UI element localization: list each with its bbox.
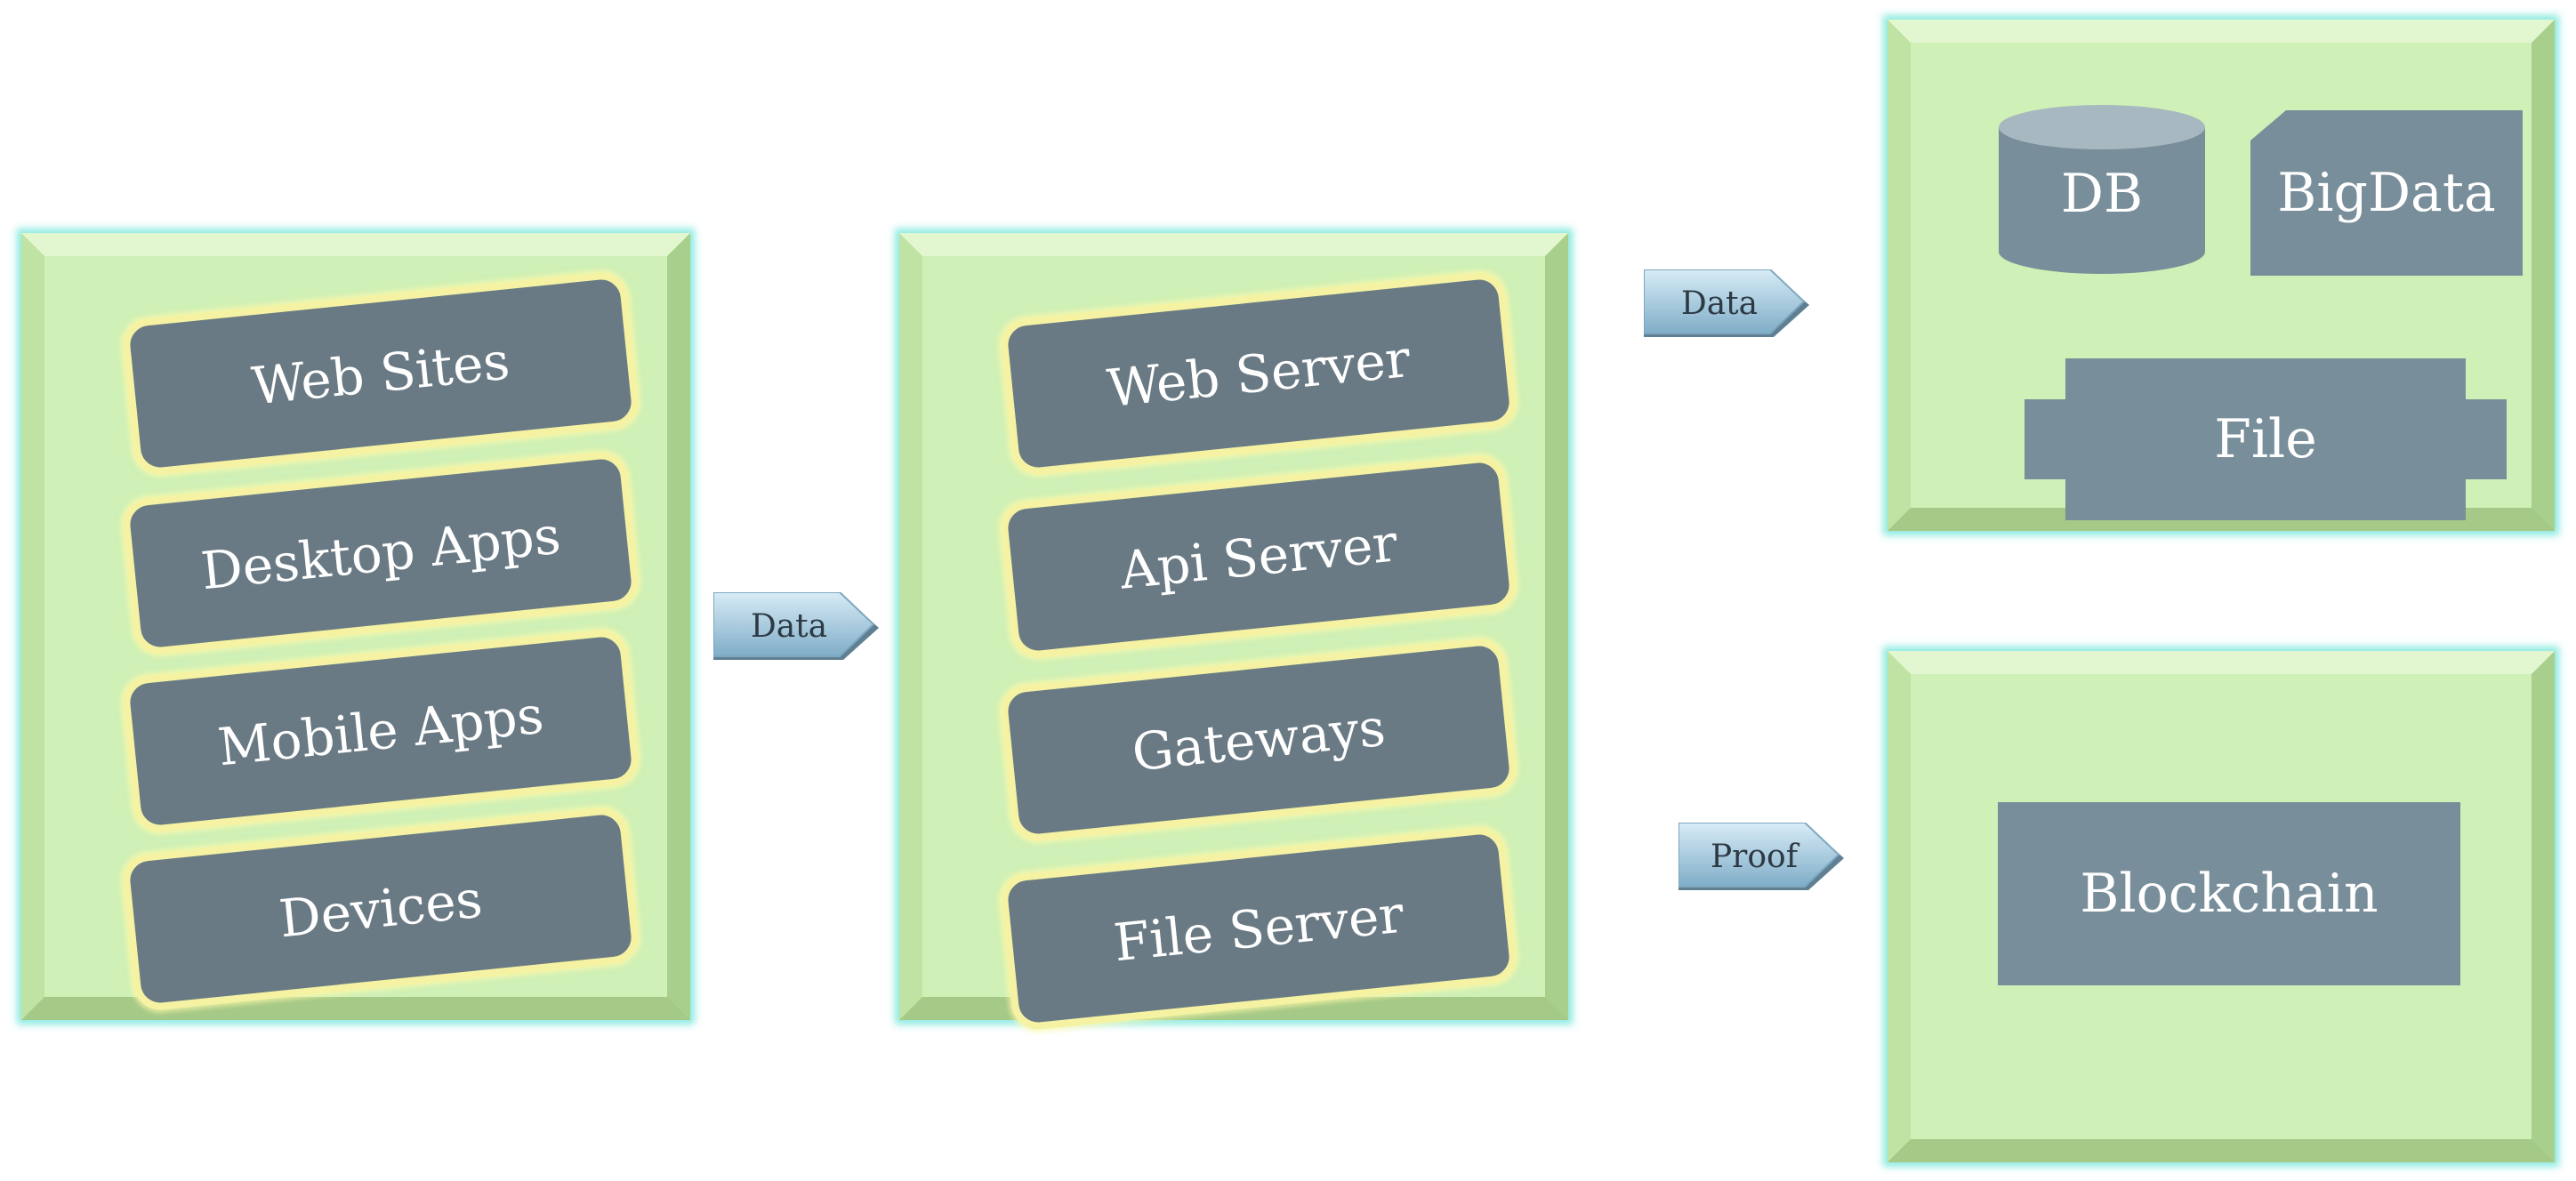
web-server-block[interactable]: Web Server: [998, 269, 1519, 478]
file-label: File: [2214, 408, 2317, 470]
devices-label: Devices: [276, 868, 486, 950]
gateways-block[interactable]: Gateways: [998, 636, 1519, 844]
blockchain-label: Blockchain: [2080, 863, 2379, 925]
gateways-label: Gateways: [1129, 696, 1389, 783]
bigdata-label: BigData: [2277, 162, 2496, 224]
db-cylinder[interactable]: DB: [1999, 105, 2205, 274]
bigdata-shape: [2250, 110, 2523, 276]
api-server-label: Api Server: [1117, 512, 1400, 601]
mobile-apps-block[interactable]: Mobile Apps: [120, 627, 641, 835]
data-arrow-label: Data: [750, 607, 828, 645]
proof-arrow-to-blockchain: Proof: [1678, 823, 1847, 894]
sources-panel: Web Sites Desktop Apps Mobile Apps Devic…: [21, 233, 690, 1020]
file-server-label: File Server: [1111, 883, 1406, 974]
web-sites-block[interactable]: Web Sites: [120, 269, 641, 478]
proof-arrow-label: Proof: [1710, 838, 1799, 875]
file-server-block[interactable]: File Server: [998, 824, 1519, 1032]
web-sites-label: Web Sites: [249, 330, 512, 417]
servers-panel: Web Server Api Server Gateways File Serv…: [899, 233, 1568, 1032]
db-label: DB: [2060, 163, 2144, 225]
data-arrow-label: Data: [1680, 285, 1759, 322]
storage-panel: DB BigData File: [1888, 20, 2555, 531]
blockchain-panel: Blockchain: [1888, 651, 2555, 1162]
data-arrow-sources-to-servers: Data: [713, 592, 882, 663]
api-server-block[interactable]: Api Server: [998, 453, 1519, 661]
file-shape: [2025, 358, 2507, 520]
desktop-apps-block[interactable]: Desktop Apps: [120, 449, 641, 657]
web-server-label: Web Server: [1104, 327, 1413, 420]
file-block[interactable]: File: [2025, 358, 2507, 520]
bigdata-block[interactable]: BigData: [2250, 110, 2523, 276]
desktop-apps-label: Desktop Apps: [197, 504, 564, 602]
blockchain-block[interactable]: Blockchain: [1998, 802, 2460, 985]
database-icon: [1999, 105, 2205, 274]
mobile-apps-label: Mobile Apps: [214, 684, 547, 778]
devices-block[interactable]: Devices: [120, 805, 641, 1013]
data-arrow-to-storage: Data: [1644, 269, 1813, 341]
